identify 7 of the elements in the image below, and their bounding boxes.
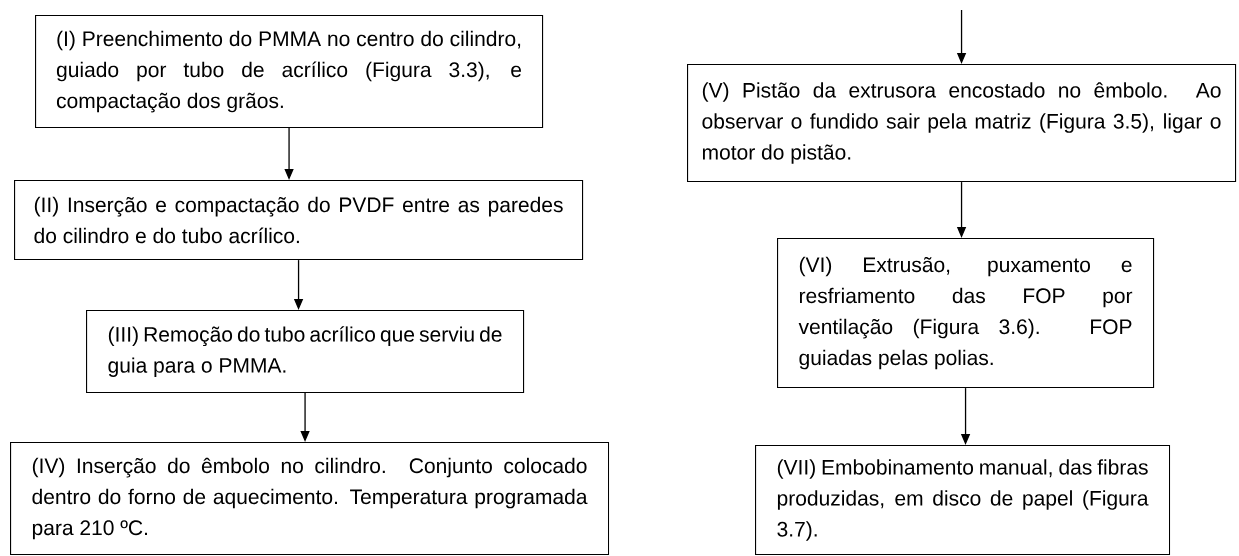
- process-box: (I) Preenchimento do PMMA no centro do cilindro, guiado por tubo de acrílico (Figura 3.3), e compactação dos grãos.: [35, 15, 544, 129]
- process-box: (III) Remoção do tubo acrílico que serviu de guia para o PMMA.: [86, 310, 525, 394]
- process-box: (IV) Inserção do êmbolo no cilindro. Conjunto colocado dentro do forno de aquecimento. Temperatura programada para 210 ºC.: [10, 442, 610, 556]
- process-box: (VII) Embobinamento manual, das fibras produzidas, em disco de papel (Figura 3.7).: [755, 445, 1171, 556]
- process-box: (V) Pistão da extrusora encostado no êmbolo. Ao observar o fundido sair pela matriz (Figura 3.5), ligar o motor do pistão.: [687, 64, 1237, 183]
- process-box: (VI) Extrusão, puxamento e resfriamento das FOP por ventilação (Figura 3.6). FOP guiadas pelas polias.: [777, 238, 1155, 389]
- process-box: (II) Inserção e compactação do PVDF entre as paredes do cilindro e do tubo acrílico.: [14, 180, 584, 261]
